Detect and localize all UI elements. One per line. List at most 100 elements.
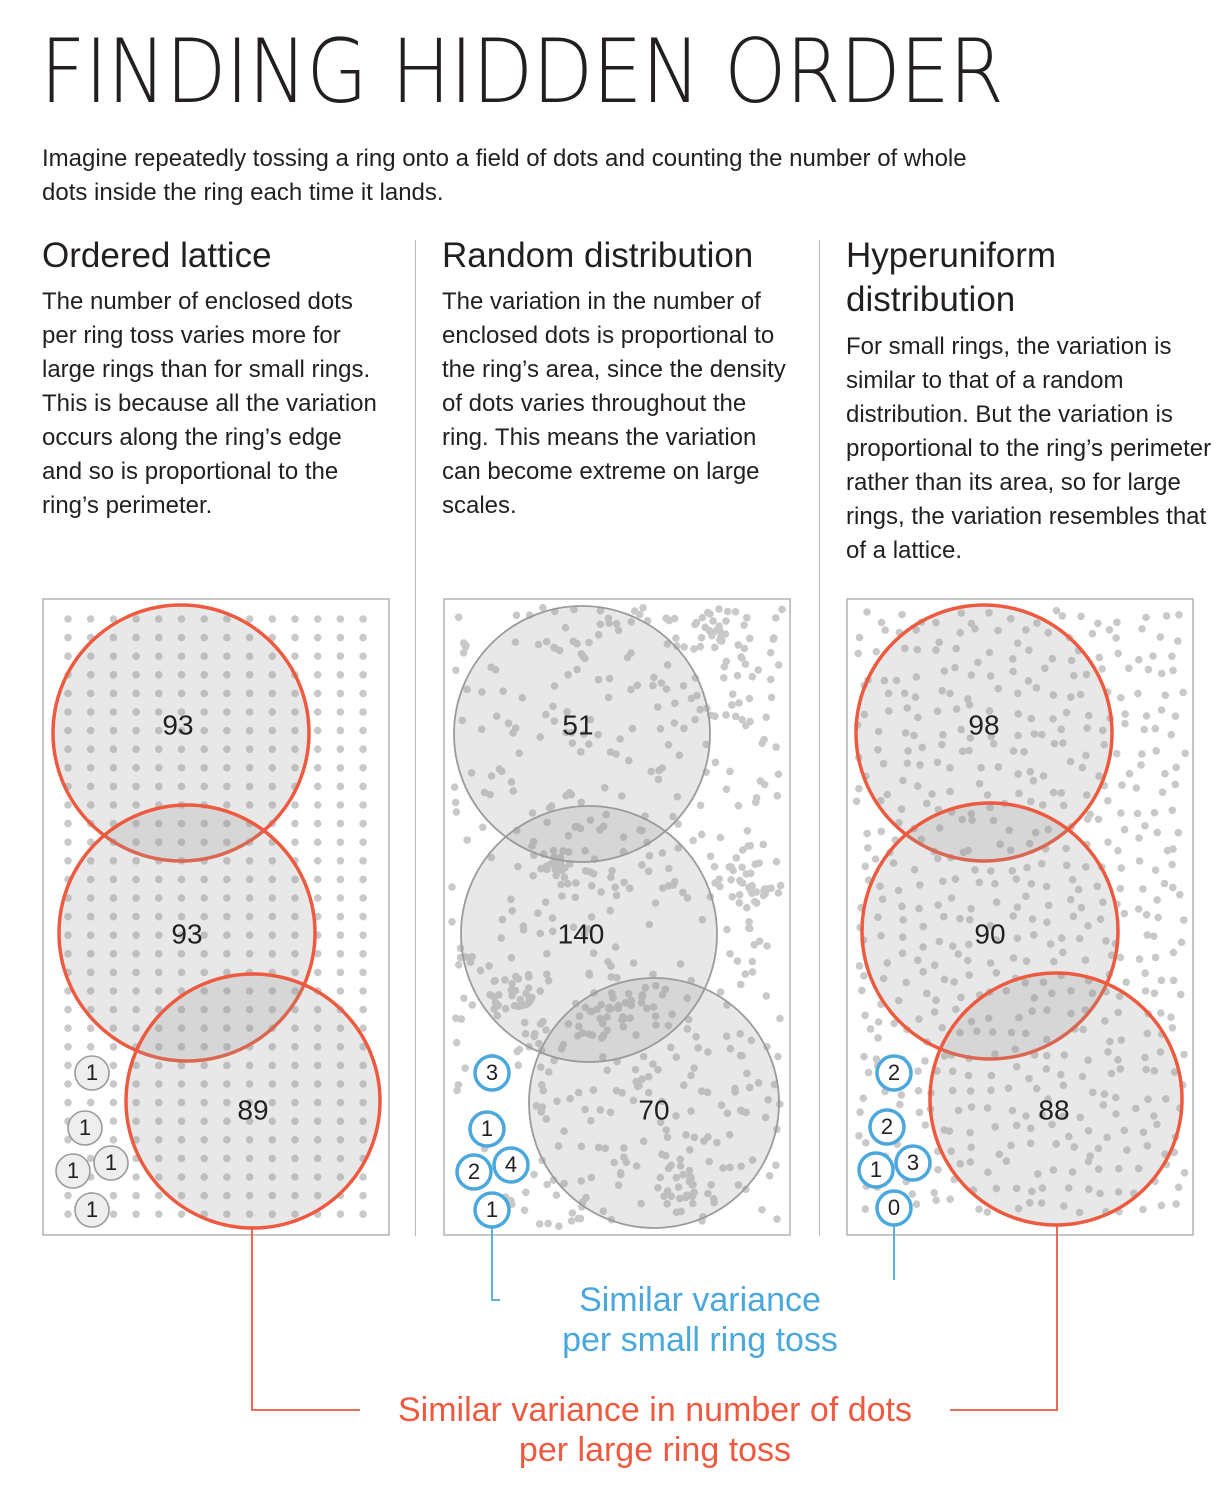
dot [898,610,906,619]
dot [476,966,485,975]
dot [223,931,231,939]
large-ring-note-line2: per large ring toss [360,1430,950,1470]
dot [600,784,609,792]
dot [1134,689,1142,698]
dot [155,931,163,939]
dot [313,782,322,791]
dot [1156,633,1165,641]
dot [1070,1143,1078,1151]
dot [728,701,736,709]
dot [991,1123,999,1131]
dot [1162,612,1171,620]
ring-count: 70 [638,1094,669,1125]
dot [223,875,231,884]
dot [956,629,964,637]
dot [1125,769,1134,778]
dot [86,782,95,791]
dot [155,912,163,921]
dot [497,934,506,942]
dot [109,950,118,958]
dot [86,745,95,753]
dot [620,1144,628,1152]
dot [1104,1048,1112,1056]
dot [359,689,367,698]
dot [177,726,186,735]
dot [627,1001,635,1010]
dot [493,1011,502,1020]
dot [478,688,486,696]
dot [223,745,231,753]
dot [291,1136,299,1144]
dot [1031,828,1040,837]
dot [866,1025,875,1033]
dot [903,759,912,768]
dot [336,615,345,623]
dot [602,810,610,819]
dot [1048,1120,1056,1129]
dot [776,881,785,890]
dot [313,875,322,884]
dot [1069,912,1078,921]
dot [628,724,637,733]
dot [1104,838,1112,846]
dot [607,973,616,981]
dot [536,1063,545,1071]
dot [223,1061,231,1070]
dot [731,1084,739,1093]
dot [728,893,737,901]
dot [934,1166,942,1174]
dot [639,604,647,612]
dot [697,633,706,642]
dot [291,726,299,735]
dot [716,988,725,996]
dot [912,626,920,634]
dot [1006,846,1015,854]
dot [705,1157,713,1166]
dot [1027,714,1036,723]
dot [916,881,924,889]
dot [742,1185,750,1194]
dot [671,877,679,886]
dot [1082,751,1090,760]
dot [1115,992,1124,1001]
dot [745,918,753,926]
ring-count: 1 [79,1115,91,1140]
dot [359,1024,367,1032]
dot [223,838,231,846]
dot [650,673,658,682]
large-ring [854,603,1114,863]
dot [514,975,523,983]
dot [86,708,95,716]
dot [336,875,345,884]
dot [680,724,688,733]
dot [722,657,731,666]
dot [745,634,754,643]
dot [1096,915,1105,923]
dot [501,976,509,984]
dot [313,708,322,716]
dot [854,649,862,658]
dot [64,652,72,660]
dot [747,1036,756,1045]
dot [548,914,557,922]
dot [268,1005,277,1014]
dot [618,792,626,800]
dot [696,642,705,651]
dot [550,682,559,690]
dot [722,1032,731,1040]
dot [1038,1184,1047,1192]
dot [109,857,118,865]
dot [1085,1185,1093,1193]
dot [313,1117,322,1125]
dot [291,745,299,753]
dot [1023,863,1031,872]
dot [738,1107,746,1115]
dot [1102,937,1110,945]
dot [994,763,1003,771]
dot [676,960,685,968]
dot [703,1088,712,1097]
dot [940,667,949,675]
dot [155,968,163,977]
dot [64,1210,72,1218]
dot [855,962,864,970]
